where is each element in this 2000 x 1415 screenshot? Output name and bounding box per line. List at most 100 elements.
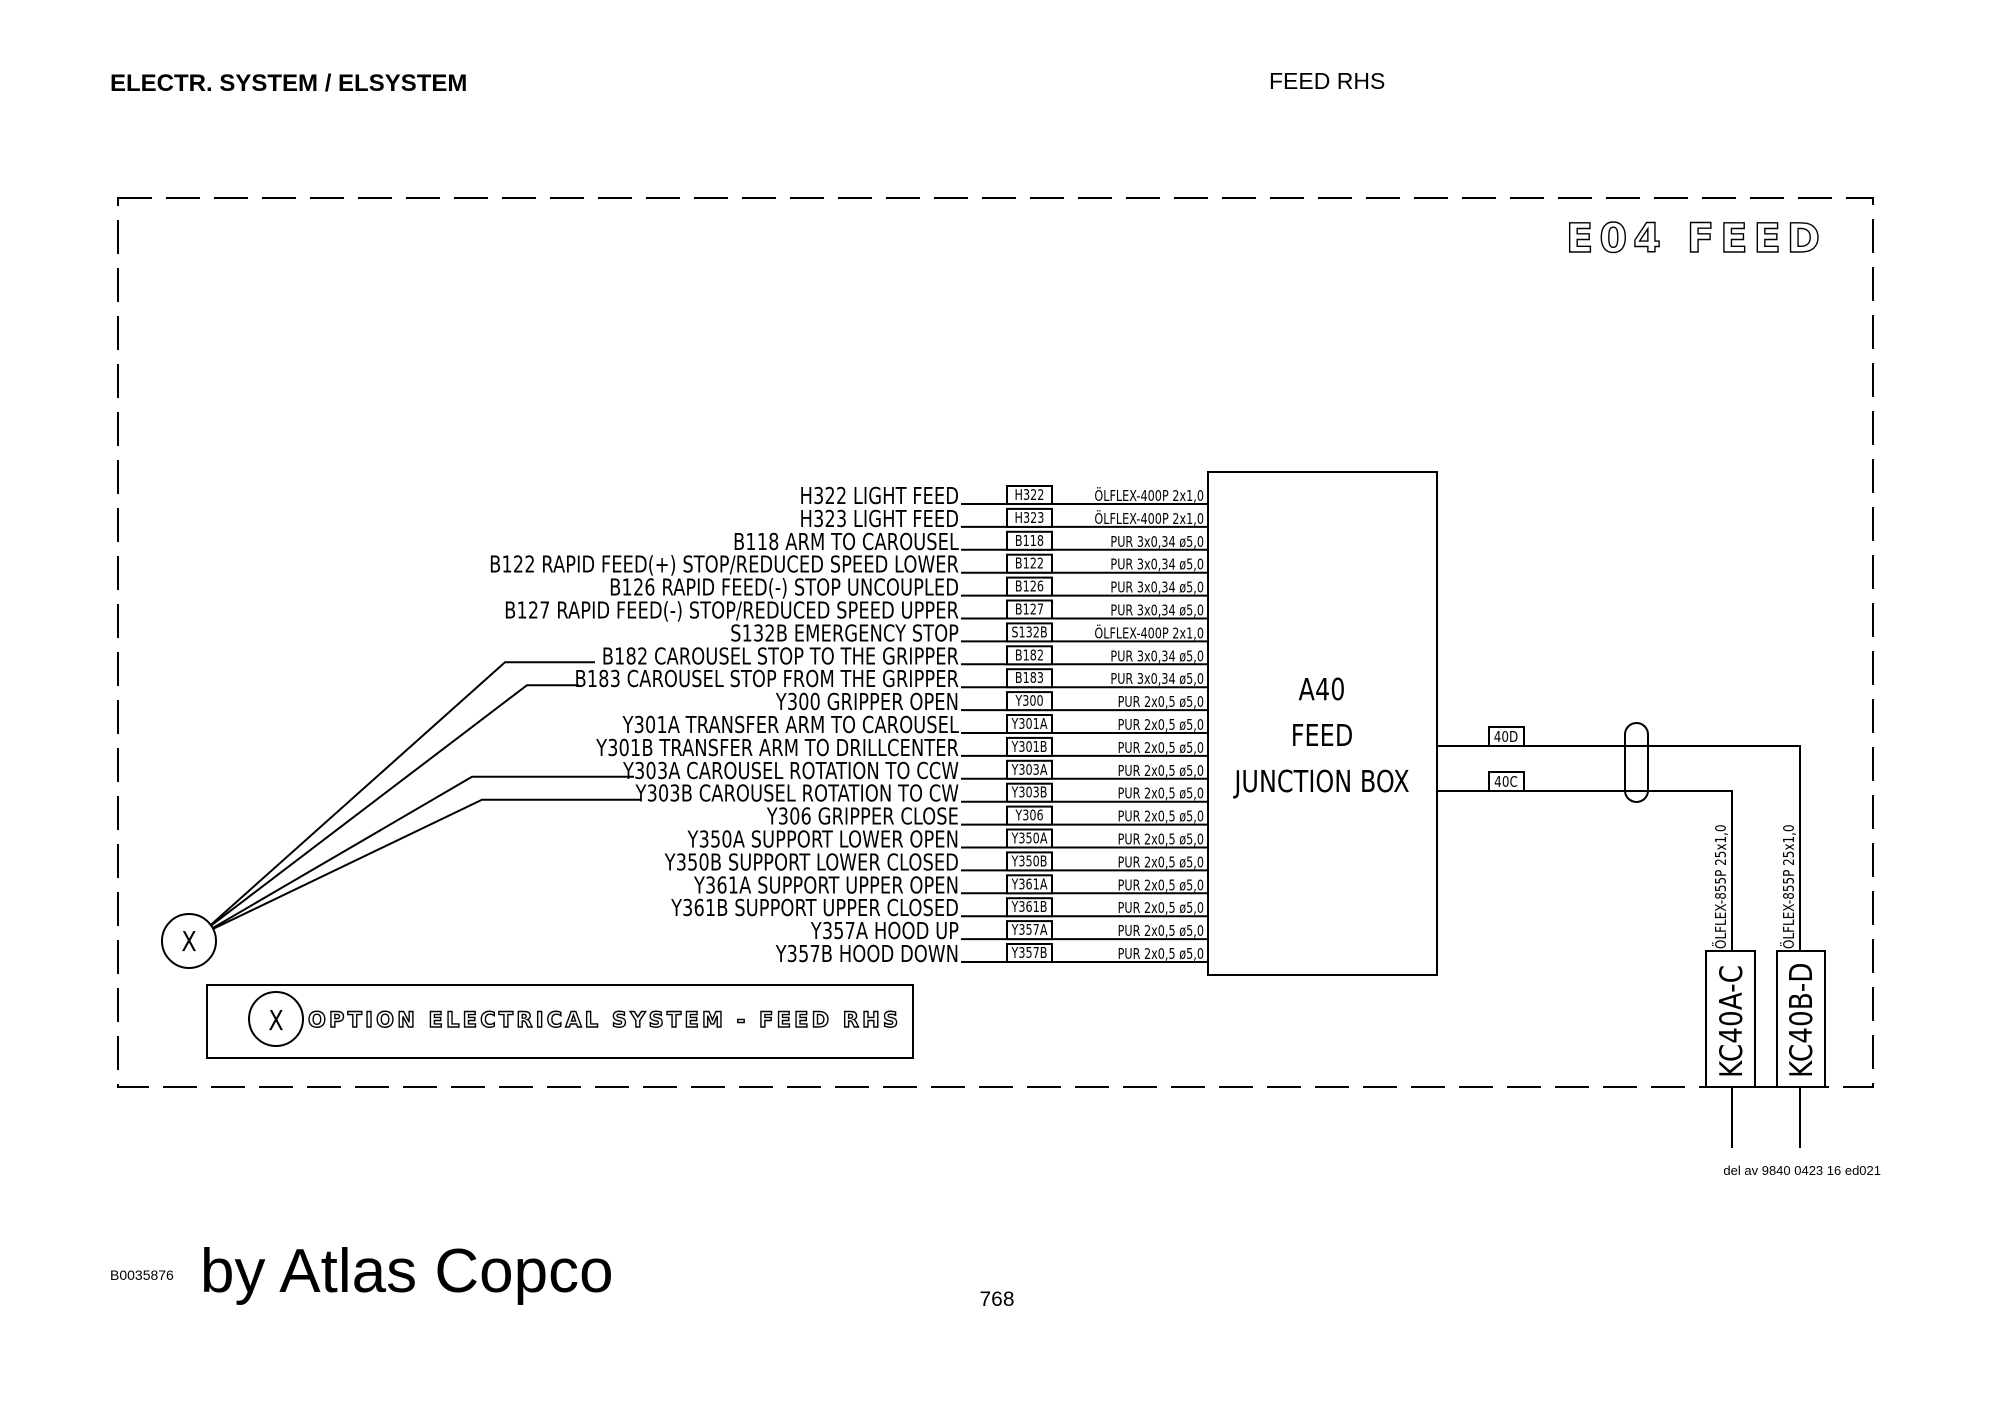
cable-spec: PUR 3x0,34 ø5,0 — [1110, 557, 1204, 574]
tag-box — [1006, 736, 1053, 757]
connector-kc40a-c — [1705, 950, 1756, 1088]
option-marker-letter: X — [181, 924, 196, 957]
signal-label: Y357B HOOD DOWN — [775, 941, 959, 968]
component-tag: S132B — [1011, 625, 1047, 642]
signal-label: Y301A TRANSFER ARM TO CAROUSEL — [622, 712, 960, 739]
signal-row: B126 RAPID FEED(-) STOP UNCOUPLED B126 PUR… — [609, 574, 1208, 601]
signal-row: B127 RAPID FEED(-) STOP/REDUCED SPEED UP… — [504, 597, 1208, 624]
component-tag: Y350B — [1011, 854, 1048, 871]
signal-label: Y303A CAROUSEL ROTATION TO CCW — [622, 758, 959, 785]
component-tag: B118 — [1015, 533, 1044, 550]
option-marker-circle — [161, 913, 217, 969]
cable-spec: PUR 2x0,5 ø5,0 — [1118, 924, 1204, 941]
connector-leads — [1731, 1087, 1801, 1148]
option-marker: X — [161, 913, 217, 969]
tag-box — [1006, 599, 1053, 620]
tag-box-40d — [1488, 726, 1525, 747]
component-tag: H323 — [1015, 510, 1045, 527]
cable-spec: ÖLFLEX-400P 2x1,0 — [1094, 623, 1204, 643]
component-tag: B122 — [1015, 556, 1044, 573]
tag-box — [1006, 759, 1053, 780]
signal-row: Y306 GRIPPER CLOSE Y306 PUR 2x0,5 ø5,0 — [766, 803, 1208, 830]
tag-box — [1006, 622, 1053, 643]
tag-box — [1006, 645, 1053, 666]
option-leader-line — [209, 775, 634, 931]
connector-kc40b-d-label: KC40B-D — [1783, 962, 1820, 1078]
cable-spec: PUR 2x0,5 ø5,0 — [1118, 947, 1204, 964]
component-tag: Y361A — [1011, 877, 1048, 894]
signal-row: S132B EMERGENCY STOP S132B ÖLFLEX-400P 2x1… — [730, 620, 1208, 647]
option-leader-line — [209, 661, 595, 927]
component-tag: Y301B — [1011, 739, 1048, 756]
tag-box — [1006, 828, 1053, 849]
frame-border — [117, 197, 1874, 1088]
cable-spec: PUR 2x0,5 ø5,0 — [1118, 718, 1204, 735]
cable-spec: PUR 2x0,5 ø5,0 — [1118, 763, 1204, 780]
cable-spec: PUR 3x0,34 ø5,0 — [1110, 649, 1204, 666]
cable-spec: PUR 2x0,5 ø5,0 — [1118, 786, 1204, 803]
signal-label: B182 CAROUSEL STOP TO THE GRIPPER — [602, 643, 959, 670]
cable-40d — [1437, 745, 1801, 951]
component-tag: Y306 — [1014, 808, 1043, 825]
tag-box-40c — [1488, 771, 1525, 792]
component-tag: Y303A — [1011, 762, 1048, 779]
signal-label: Y361B SUPPORT UPPER CLOSED — [670, 895, 959, 922]
signal-label: H323 LIGHT FEED — [800, 506, 959, 533]
component-tag: B183 — [1015, 671, 1044, 688]
signal-label: Y301B TRANSFER ARM TO DRILLCENTER — [595, 735, 959, 762]
cable-spec: PUR 2x0,5 ø5,0 — [1118, 809, 1204, 826]
section-title: ELECTR. SYSTEM / ELSYSTEM — [110, 70, 467, 97]
component-tag: Y301A — [1011, 717, 1048, 734]
legend-text: OPTION ELECTRICAL SYSTEM - FEED RHS — [308, 1008, 901, 1032]
component-tag: B127 — [1015, 602, 1044, 619]
component-tag: Y303B — [1011, 785, 1048, 802]
tag-box — [1006, 714, 1053, 734]
component-tag: B182 — [1015, 648, 1044, 665]
tag-40d: 40D — [1494, 729, 1519, 747]
signal-label: B122 RAPID FEED(+) STOP/REDUCED SPEED LO… — [489, 552, 959, 579]
signal-row: H323 LIGHT FEED H323 ÖLFLEX-400P 2x1,0 — [800, 506, 1208, 533]
signal-label: Y300 GRIPPER OPEN — [775, 689, 959, 716]
tag-40c: 40C — [1494, 774, 1518, 792]
signal-label: Y303B CAROUSEL ROTATION TO CW — [635, 781, 959, 808]
signal-row: B122 RAPID FEED(+) STOP/REDUCED SPEED LO… — [489, 552, 1208, 579]
component-tag: Y361B — [1011, 900, 1048, 917]
signal-label: Y361A SUPPORT UPPER OPEN — [693, 872, 959, 899]
tag-box — [1006, 507, 1053, 528]
page-subject: FEED RHS — [1269, 68, 1385, 94]
cable-spec: PUR 3x0,34 ø5,0 — [1110, 580, 1204, 597]
signal-label: Y350B SUPPORT LOWER CLOSED — [664, 849, 959, 876]
legend-marker-letter: X — [268, 1003, 283, 1036]
junction-box-id: A40 — [1299, 673, 1346, 707]
signal-label: B118 ARM TO CAROUSEL — [733, 529, 959, 556]
signal-row: Y303A CAROUSEL ROTATION TO CCW Y303A PUR 2… — [622, 758, 1208, 785]
option-leader-line — [209, 798, 641, 932]
page-number: 768 — [979, 1288, 1014, 1311]
cable-spec: ÖLFLEX-400P 2x1,0 — [1094, 485, 1204, 505]
tag-box — [1006, 920, 1053, 941]
cable-bundle-ellipse — [1624, 722, 1649, 803]
cable-spec: ÖLFLEX-400P 2x1,0 — [1094, 508, 1204, 528]
tag-box — [1006, 782, 1053, 803]
signal-label: B126 RAPID FEED(-) STOP UNCOUPLED — [609, 574, 959, 601]
signal-label: B183 CAROUSEL STOP FROM THE GRIPPER — [574, 666, 959, 693]
signal-row: Y350B SUPPORT LOWER CLOSED Y350B PUR 2x0,5… — [664, 849, 1208, 876]
signal-row: Y301A TRANSFER ARM TO CAROUSEL Y301A PUR 2… — [622, 712, 1208, 739]
signal-label: S132B EMERGENCY STOP — [730, 620, 959, 647]
legend-marker-circle — [248, 991, 304, 1047]
component-tag: B126 — [1015, 579, 1044, 596]
component-tag: Y300 — [1014, 694, 1043, 711]
tag-box — [1006, 851, 1053, 872]
brand-text: by Atlas Copco — [200, 1237, 614, 1306]
signal-label: Y306 GRIPPER CLOSE — [766, 803, 959, 830]
cable-spec: PUR 3x0,34 ø5,0 — [1110, 672, 1204, 689]
cable-spec-kc40b: ÖLFLEX-855P 25x1,0 — [1779, 824, 1799, 949]
cable-spec: PUR 2x0,5 ø5,0 — [1118, 855, 1204, 872]
reference-note: del av 9840 0423 16 ed021 — [1723, 1163, 1881, 1178]
